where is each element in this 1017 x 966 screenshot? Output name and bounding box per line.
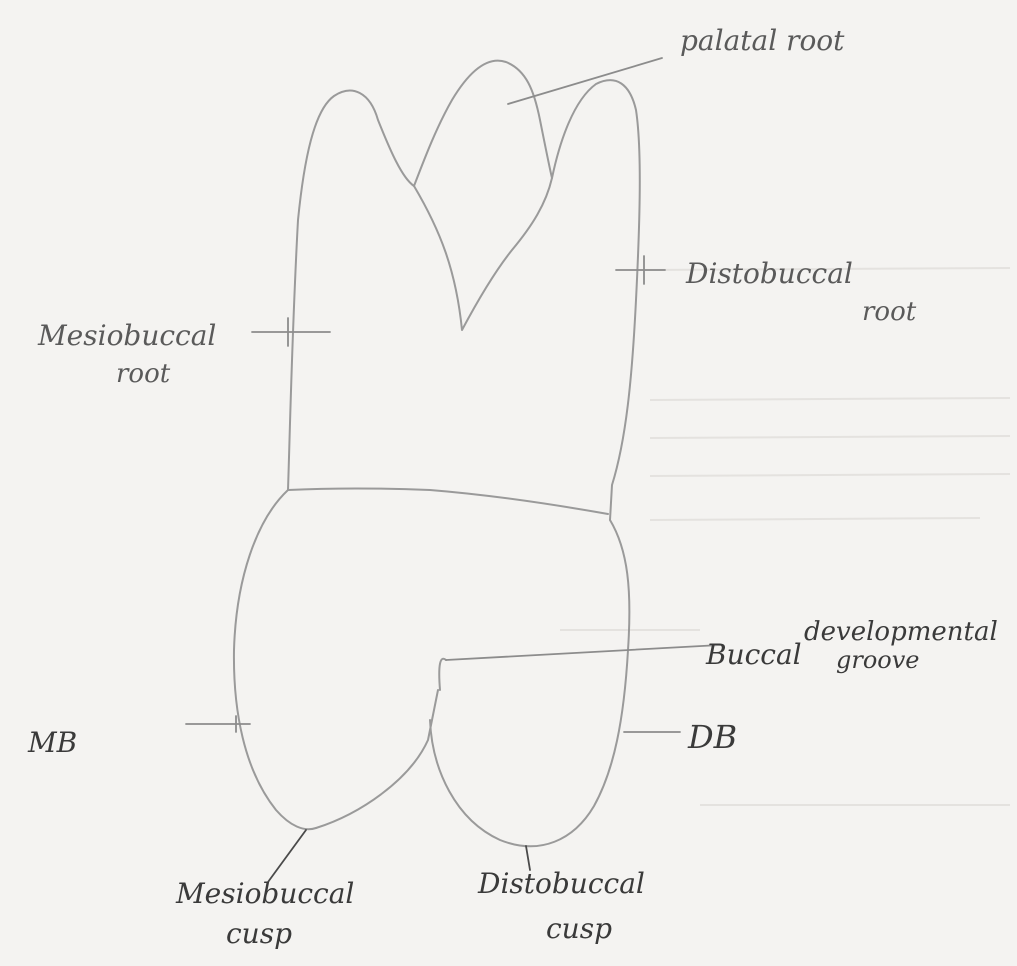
- buccal-groove-leader: [446, 645, 720, 660]
- palatal-root-label: palatal root: [680, 24, 845, 57]
- root-furcation-line: [414, 178, 552, 330]
- root-outer-outline: [288, 61, 640, 520]
- mesiobuccal-cusp-label-line1: Mesiobuccal: [175, 877, 354, 910]
- mesiobuccal-root-label-line2: root: [116, 359, 171, 389]
- crown-mesial-outline: [234, 490, 316, 829]
- buccal-groove-label-line2: developmental: [804, 617, 998, 647]
- buccal-groove-label-line3: groove: [836, 646, 920, 674]
- roots-outline: [288, 61, 640, 520]
- crown-outline: [234, 489, 629, 847]
- distobuccal-root-label-line1: Distobuccal: [685, 257, 853, 290]
- mesiobuccal-cusp-label-line2: cusp: [226, 917, 292, 950]
- buccal-groove-line: [439, 659, 446, 690]
- background-ghost-lines: [560, 268, 1010, 805]
- labels: palatal root Distobuccal root Mesiobucca…: [27, 24, 998, 950]
- palatal-root-leader: [508, 58, 662, 104]
- distobuccal-cusp-label-line2: cusp: [546, 912, 612, 945]
- distobuccal-root-label-line2: root: [862, 297, 917, 327]
- mesiobuccal-root-label-line1: Mesiobuccal: [37, 319, 216, 352]
- cervical-line: [288, 489, 608, 515]
- mesiobuccal-cusp-outline: [316, 690, 438, 828]
- buccal-groove-label-line1: Buccal: [705, 638, 802, 671]
- distobuccal-cusp-label-line1: Distobuccal: [477, 867, 645, 900]
- db-label: DB: [687, 718, 737, 756]
- mb-label: MB: [27, 726, 77, 759]
- mesiobuccal-cusp-leader: [268, 830, 306, 882]
- distobuccal-cusp-outline: [430, 520, 629, 846]
